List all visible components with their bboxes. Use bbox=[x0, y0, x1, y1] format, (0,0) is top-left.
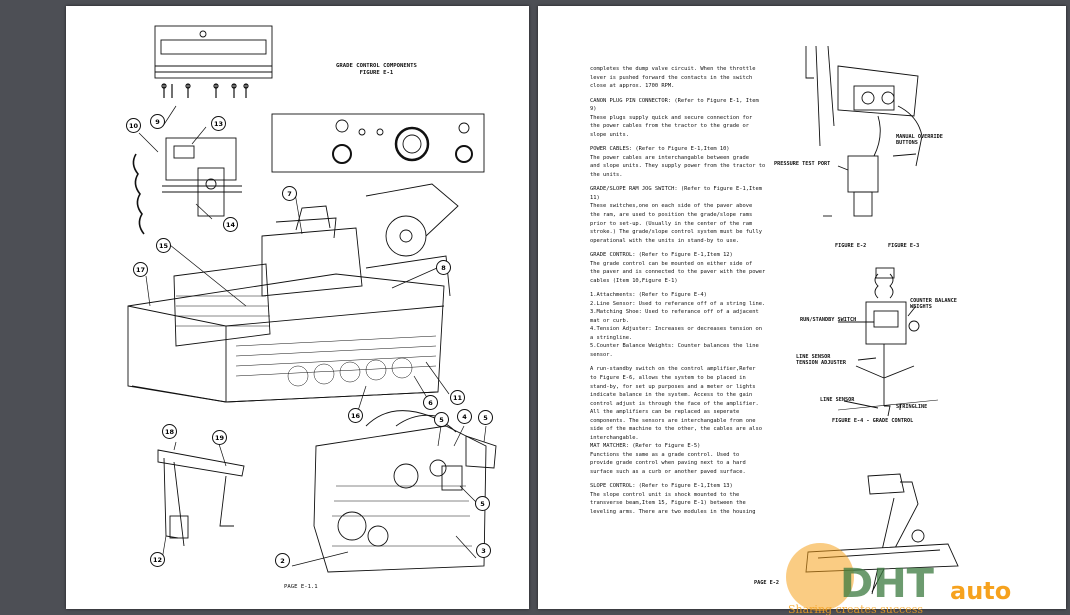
watermark-logo: DHT auto Sharing creates success bbox=[786, 543, 1011, 615]
label-manual-override: MANUAL OVERRIDE BUTTONS bbox=[896, 134, 943, 147]
label-run-standby-switch: RUN/STANDBY SWITCH bbox=[800, 317, 857, 323]
paragraph: A run-standby switch on the control ampl… bbox=[590, 366, 763, 475]
callout-16: 16 bbox=[348, 408, 363, 423]
callout-14: 14 bbox=[223, 217, 238, 232]
callout-4: 5 bbox=[475, 496, 490, 511]
callout-11: 11 bbox=[450, 390, 465, 405]
callout-7: 7 bbox=[282, 186, 297, 201]
label-figure-e2: FIGURE E-2 bbox=[835, 243, 867, 249]
paragraph: GRADE/SLOPE RAM JOG SWITCH: (Refer to Fi… bbox=[590, 186, 763, 244]
figure-drawings bbox=[805, 45, 959, 595]
label-line-sensor-tension-adjuster: LINE SENSOR TENSION ADJUSTER bbox=[796, 354, 846, 367]
label-page-e2: PAGE E-2 bbox=[754, 580, 779, 586]
callout-10: 10 bbox=[126, 118, 141, 133]
callout-5: 5 bbox=[434, 412, 449, 427]
logo-mark: DHT bbox=[840, 561, 935, 607]
callout-5b: 5 bbox=[478, 410, 493, 425]
paragraph: POWER CABLES: (Refer to Figure E-1,Item … bbox=[590, 146, 766, 178]
logo-brand: auto bbox=[950, 577, 1011, 605]
callout-6: 6 bbox=[423, 395, 438, 410]
right-page: completes the dump valve circuit. When t… bbox=[538, 6, 1066, 609]
callout-1: 2 bbox=[275, 553, 290, 568]
page-label: PAGE E-1.1 bbox=[284, 584, 318, 590]
callout-12: 12 bbox=[150, 552, 165, 567]
callout-19: 19 bbox=[212, 430, 227, 445]
paragraph: GRADE CONTROL: (Refer to Figure E-1,Item… bbox=[590, 252, 766, 284]
callout-9: 9 bbox=[150, 114, 165, 129]
callout-13: 13 bbox=[211, 116, 226, 131]
callout-2: 3 bbox=[476, 543, 491, 558]
paragraph: SLOPE CONTROL: (Refer to Figure E-1,Item… bbox=[590, 483, 756, 515]
label-pressure-test-port: PRESSURE TEST PORT bbox=[774, 161, 831, 167]
callout-18: 18 bbox=[162, 424, 177, 439]
grade-control-components-drawing bbox=[127, 25, 497, 573]
logo-sun-icon bbox=[786, 543, 854, 611]
body-text: completes the dump valve circuit. When t… bbox=[590, 65, 820, 523]
label-line-sensor: LINE SENSOR bbox=[820, 397, 855, 403]
paragraph: completes the dump valve circuit. When t… bbox=[590, 66, 756, 90]
left-page: GRADE CONTROL COMPONENTS FIGURE E-1 10 9… bbox=[66, 6, 529, 609]
callout-17: 17 bbox=[133, 262, 148, 277]
callout-15: 15 bbox=[156, 238, 171, 253]
callout-8: 8 bbox=[436, 260, 451, 275]
label-figure-e3: FIGURE E-3 bbox=[888, 243, 920, 249]
paragraph: 1.Attachments: (Refer to Figure E-4) 2.L… bbox=[590, 292, 766, 358]
paragraph: CANON PLUG PIN CONNECTOR: (Refer to Figu… bbox=[590, 97, 759, 138]
figure-title: GRADE CONTROL COMPONENTS FIGURE E-1 bbox=[336, 63, 417, 76]
logo-tagline: Sharing creates success bbox=[788, 603, 923, 615]
callout-3: 4 bbox=[457, 409, 472, 424]
label-counter-balance-weights: COUNTER BALANCE WEIGHTS bbox=[910, 298, 957, 311]
label-stringline: STRINGLINE bbox=[896, 404, 928, 410]
label-figure-e4: FIGURE E-4 - GRADE CONTROL bbox=[832, 418, 914, 424]
